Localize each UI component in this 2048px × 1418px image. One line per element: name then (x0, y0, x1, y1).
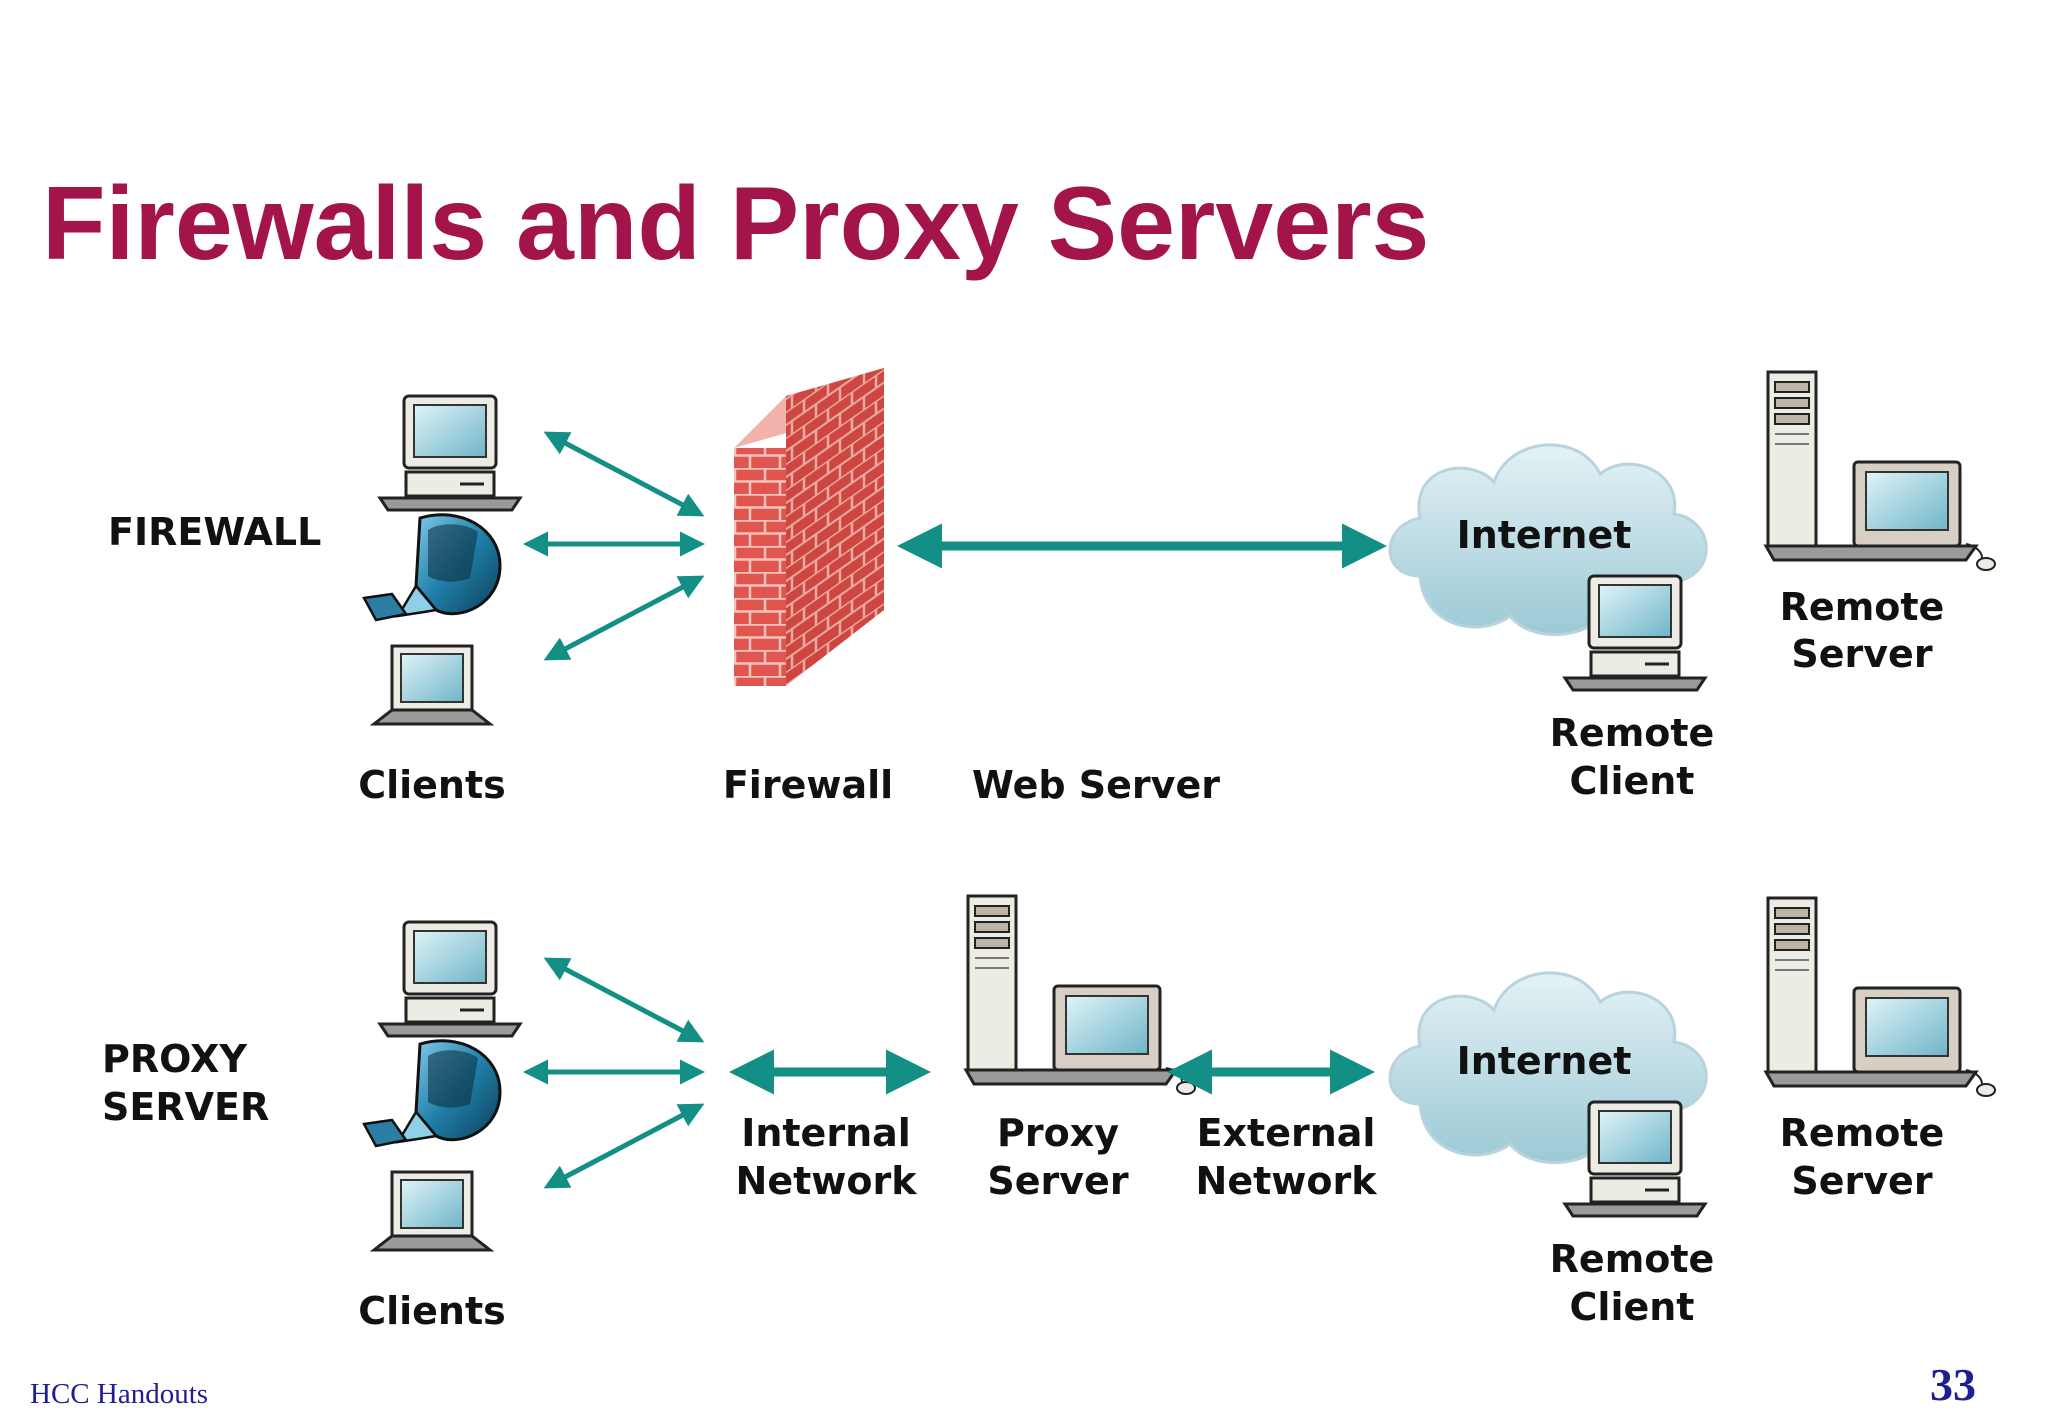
remote-server-label-1: Remote (1780, 585, 1945, 629)
internal-network-label-1: Internal (741, 1111, 911, 1155)
proxy-remote-client-label-1: Remote (1550, 1237, 1715, 1281)
external-network-label-2: Network (1196, 1159, 1378, 1203)
page-number: 33 (1930, 1359, 1976, 1410)
proxy-client-arrows (523, 957, 705, 1189)
client-arrows (523, 431, 705, 661)
proxy-server-label-2: Server (987, 1159, 1128, 1203)
proxy-remote-client-label-2: Client (1570, 1285, 1695, 1329)
double-arrow-icon (543, 957, 705, 1043)
laptop-computer-icon (372, 644, 492, 726)
clients-label: Clients (358, 763, 506, 807)
double-arrow-icon (543, 431, 705, 517)
proxy-clients-label: Clients (358, 1289, 506, 1333)
slide-title: Firewalls and Proxy Servers (42, 166, 1430, 282)
brick-wall-icon (734, 368, 884, 686)
proxy-server-label-1: Proxy (997, 1111, 1119, 1155)
laptop-computer-icon (372, 1170, 492, 1252)
double-arrow-icon (543, 1103, 705, 1189)
proxy-heading-2: SERVER (102, 1085, 269, 1129)
tower-server-icon (1766, 898, 1995, 1096)
internal-network-label-2: Network (736, 1159, 918, 1203)
web-server-label: Web Server (972, 763, 1220, 807)
proxy-remote-server-label-1: Remote (1780, 1111, 1945, 1155)
tower-server-icon (1766, 372, 1995, 570)
footer-source: HCC Handouts (30, 1378, 209, 1410)
proxy-internet-label: Internet (1457, 1039, 1632, 1083)
firewall-label: Firewall (723, 763, 893, 807)
proxy-heading-1: PROXY (102, 1037, 247, 1081)
remote-client-label-1: Remote (1550, 711, 1715, 755)
remote-client-label-2: Client (1570, 759, 1695, 803)
external-network-label-1: External (1197, 1111, 1376, 1155)
desktop-computer-icon (378, 920, 522, 1038)
firewall-heading: FIREWALL (108, 510, 321, 554)
imac-computer-icon (362, 513, 502, 622)
tower-server-icon (966, 896, 1195, 1094)
desktop-computer-icon (378, 394, 522, 512)
proxy-remote-server-label-2: Server (1791, 1159, 1932, 1203)
remote-server-label-2: Server (1791, 632, 1932, 676)
imac-computer-icon (362, 1039, 502, 1148)
internet-label: Internet (1457, 513, 1632, 557)
double-arrow-icon (543, 575, 705, 661)
